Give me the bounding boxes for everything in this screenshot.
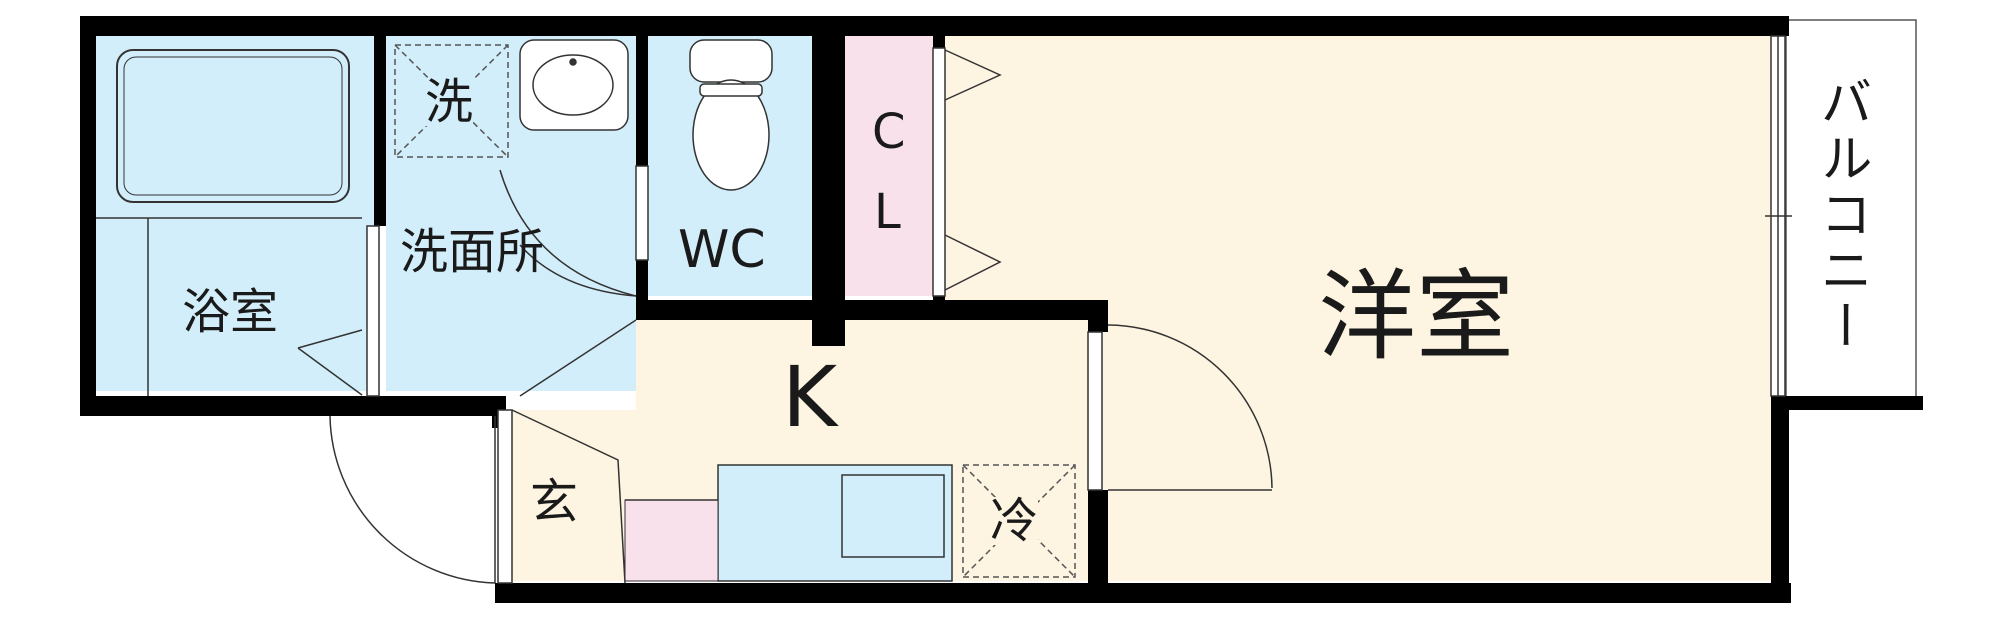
entrance-label: 玄 [530,474,579,530]
interior-lines [96,35,1792,584]
closet-label-top: C [872,104,906,160]
sink [841,474,945,558]
kitchen-counter [717,464,953,582]
washer-pan [394,44,509,158]
balcony-label: バルコニー [1811,75,1871,355]
walls [80,16,1923,603]
bath-label: 浴室 [182,284,279,340]
fridge-space [962,464,1076,578]
western-room-label: 洋室 [1318,260,1515,374]
washroom-label: 洗面所 [400,224,545,280]
closet-label-bottom: L [874,184,901,240]
washer-label: 洗 [425,74,474,130]
kitchen-label: K [782,348,838,446]
toilet-label: WC [678,220,766,280]
balcony-floor [1785,19,1917,399]
closet-floor [845,36,933,296]
kitchen-mat [624,499,719,582]
fridge-label: 冷 [990,493,1039,549]
